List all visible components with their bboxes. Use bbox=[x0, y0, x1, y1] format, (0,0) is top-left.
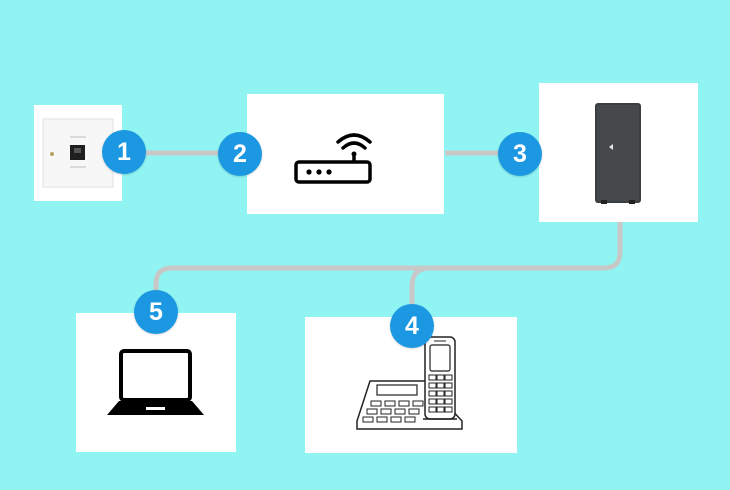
laptop-icon bbox=[107, 349, 204, 415]
step-badge-2[interactable]: 2 bbox=[218, 132, 262, 176]
wifi-router-icon bbox=[294, 133, 372, 184]
cable-3-4-5 bbox=[153, 222, 623, 310]
step-badge-3[interactable]: 3 bbox=[498, 132, 542, 176]
step-badge-5[interactable]: 5 bbox=[134, 290, 178, 334]
laptop-card bbox=[76, 313, 236, 452]
step-badge-4[interactable]: 4 bbox=[390, 304, 434, 348]
cable-branch-4 bbox=[409, 265, 431, 322]
step-badge-1[interactable]: 1 bbox=[102, 130, 146, 174]
wall-socket-icon bbox=[42, 118, 114, 188]
phone-card bbox=[305, 317, 517, 453]
smart-modem-icon bbox=[595, 103, 641, 204]
smart-modem-card bbox=[539, 83, 698, 222]
router-card bbox=[247, 94, 444, 214]
cordless-phone-icon bbox=[356, 336, 463, 430]
